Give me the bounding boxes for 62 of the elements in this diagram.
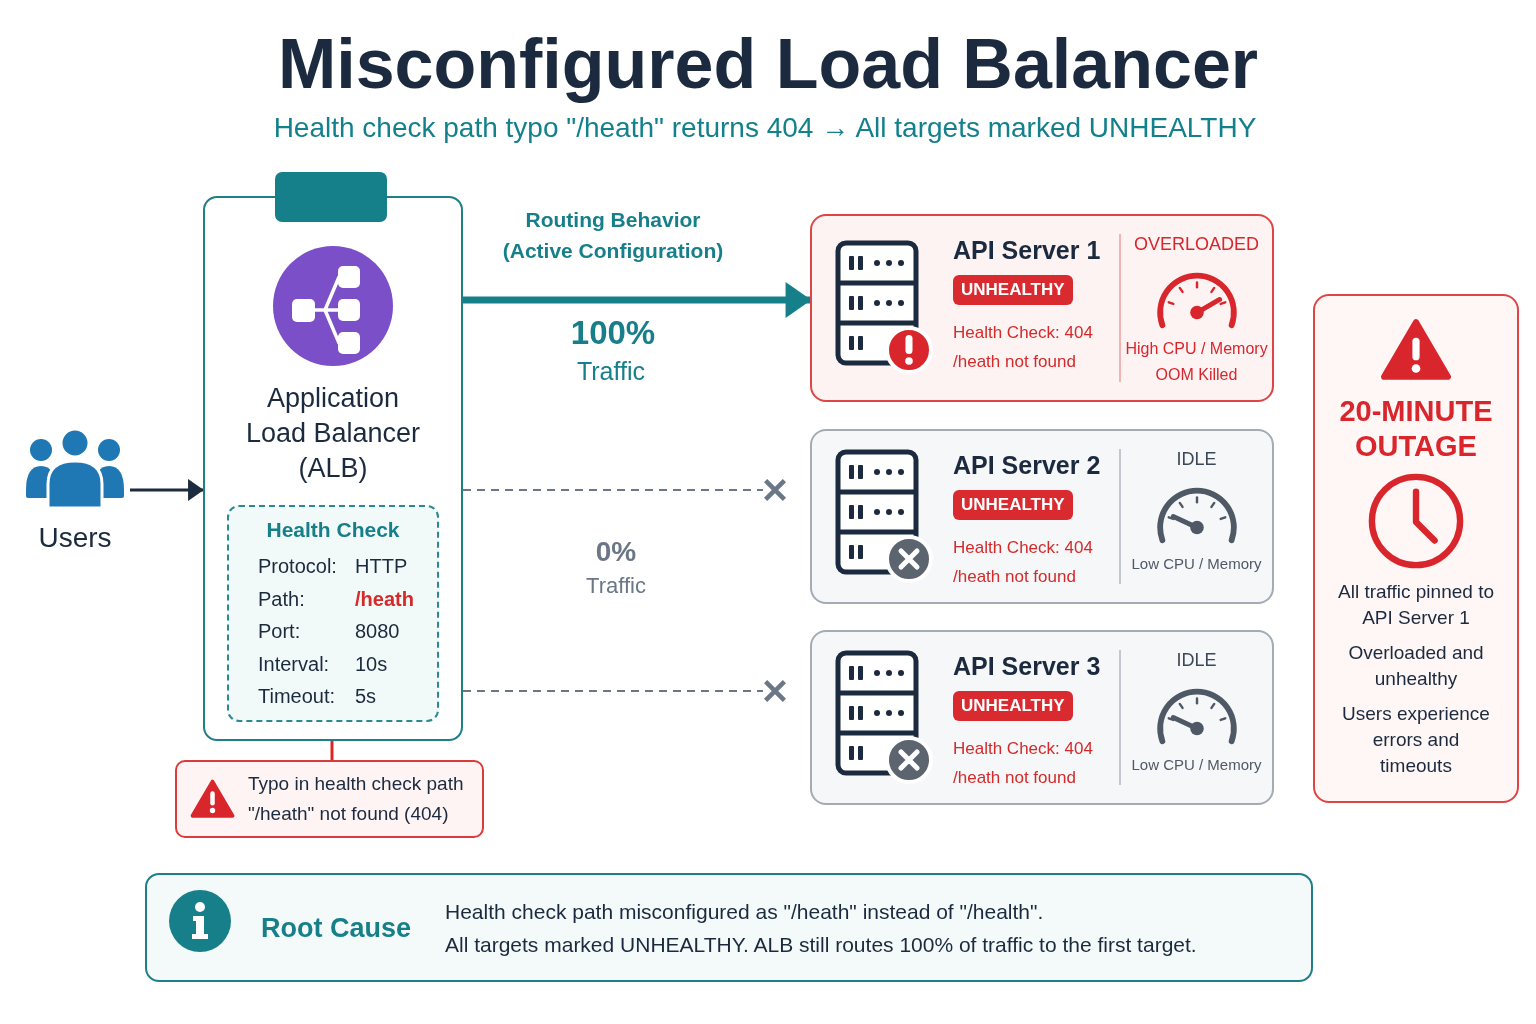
server-card (810, 630, 1274, 805)
status-text: Health Check: 404 (953, 537, 1093, 559)
status-text: /heath not found (953, 351, 1076, 373)
server-card (810, 214, 1274, 402)
page-title: Misconfigured Load Balancer (277, 24, 1259, 104)
field-label: Path: (258, 586, 305, 612)
traffic-label: Traffic (576, 356, 646, 386)
connector-line (330, 741, 334, 760)
field-label: Interval: (258, 651, 330, 677)
status-text: Health Check: 404 (953, 738, 1093, 760)
subtitle: Health check path typo "/heath" returns 404 → All targets marked UNHEALTHY (273, 111, 1257, 145)
callout-text: "/heath" not found (404) (248, 802, 449, 826)
load-balancer-panel (203, 196, 463, 741)
status-badge: UNHEALTHY (953, 275, 1073, 305)
callout-box (175, 760, 484, 838)
outage-note: Users experience errors and timeouts (1341, 702, 1491, 778)
status-badge: UNHEALTHY (953, 490, 1073, 520)
field-value: HTTP (355, 554, 408, 580)
field-value: 10s (355, 651, 388, 677)
field-label: Timeout: (258, 684, 336, 710)
outage-title: 20-MINUTE OUTAGE (1338, 394, 1494, 464)
field-value: /heath (355, 586, 414, 612)
panel-heading: Health Check (266, 517, 400, 543)
root-cause-text: Health check path misconfigured as "/heath" instead of "/health". (445, 898, 1044, 925)
metric-text: High CPU / Memory (1125, 339, 1268, 359)
status-badge: UNHEALTHY (953, 691, 1073, 721)
metric-text: Low CPU / Memory (1131, 755, 1262, 775)
status-label: OVERLOADED (1133, 233, 1259, 256)
node-title: Application Load Balancer (ALB) (244, 382, 422, 485)
metric-text: OOM Killed (1155, 365, 1238, 385)
status-label: IDLE (1176, 649, 1217, 672)
arrow (463, 282, 812, 318)
traffic-percent: 0% (595, 535, 637, 569)
metric-text: Low CPU / Memory (1131, 554, 1262, 574)
cross-icon (763, 478, 787, 502)
health-check-panel (227, 505, 439, 722)
server-title: API Server 1 (953, 235, 1101, 266)
field-value: 5s (355, 684, 377, 710)
status-text: /heath not found (953, 767, 1076, 789)
outage-note: All traffic pinned to API Server 1 (1337, 580, 1495, 630)
traffic-percent: 100% (570, 313, 656, 353)
field-label: Protocol: (258, 554, 337, 580)
server-title: API Server 2 (953, 450, 1101, 481)
routing-caption: Routing Behavior (Active Configuration) (501, 207, 725, 264)
root-cause-panel (145, 873, 1313, 982)
server-title: API Server 3 (953, 651, 1101, 682)
field-label: Port: (258, 619, 301, 645)
status-text: /heath not found (953, 566, 1076, 588)
node-label: Users (38, 522, 112, 554)
outage-panel (1313, 294, 1519, 803)
status-text: Health Check: 404 (953, 322, 1093, 344)
cross-icon (763, 679, 787, 703)
server-card (810, 429, 1274, 604)
root-cause-text: All targets marked UNHEALTHY. ALB still routes 100% of traffic to the first target. (445, 931, 1197, 958)
status-label: IDLE (1176, 448, 1217, 471)
traffic-label: Traffic (586, 572, 646, 600)
header-tab (275, 172, 387, 222)
outage-note: Overloaded and unhealthy (1347, 641, 1485, 691)
field-value: 8080 (355, 619, 400, 645)
panel-heading: Root Cause (261, 911, 412, 945)
callout-text: Typo in health check path (248, 772, 464, 796)
arrow (130, 479, 204, 501)
